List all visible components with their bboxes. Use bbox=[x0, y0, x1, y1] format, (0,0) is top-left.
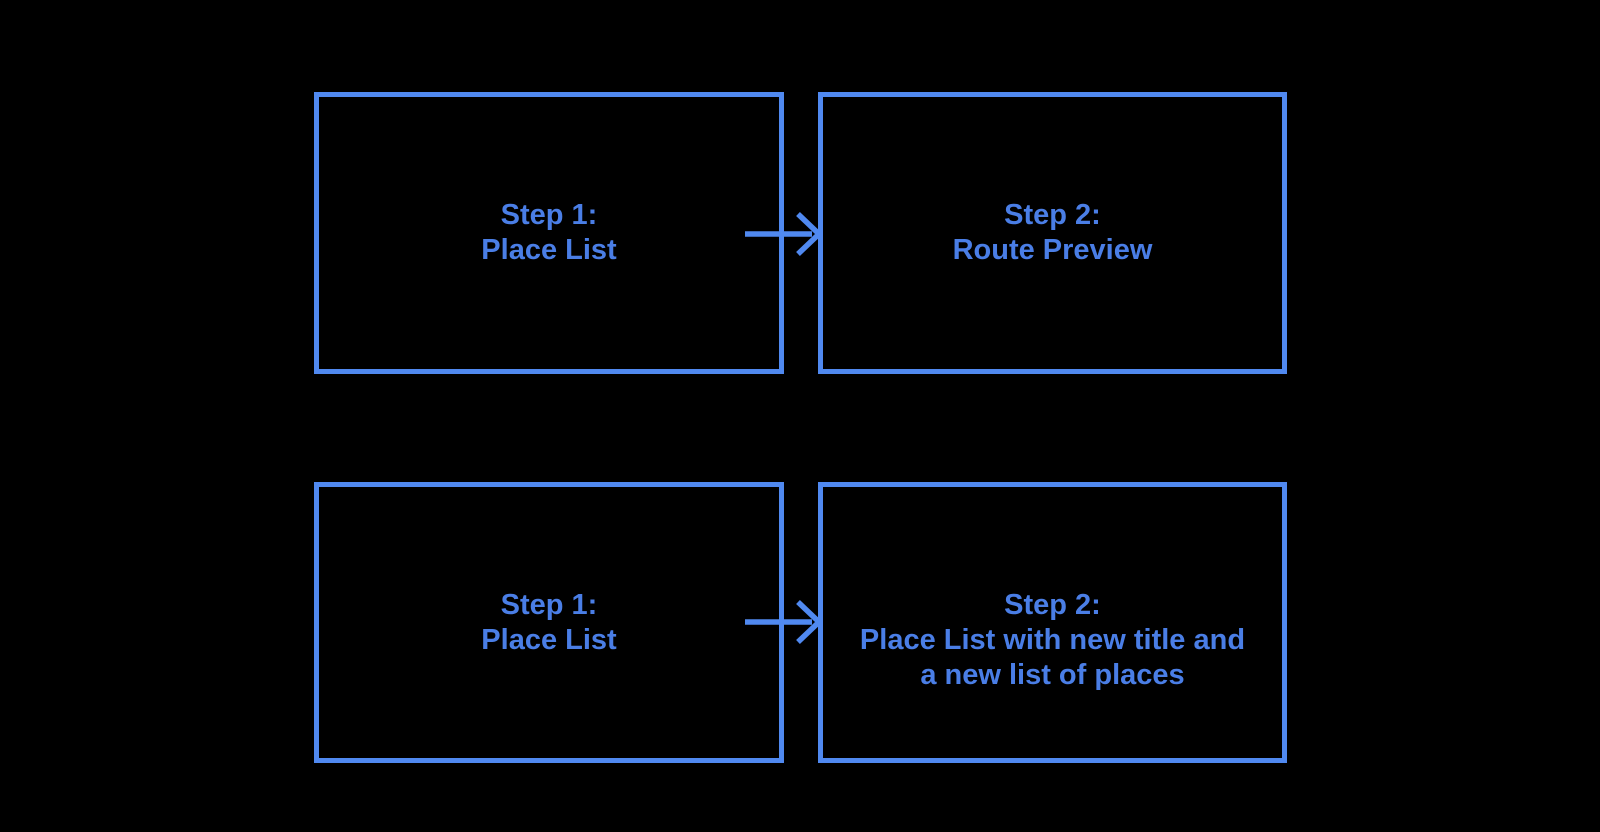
step-label: Step 1: Place List bbox=[481, 199, 617, 266]
step-box-row1-step1: Step 1: Place List bbox=[314, 92, 784, 374]
step-box-row1-step2: Step 2: Route Preview bbox=[818, 92, 1287, 374]
arrow-head bbox=[796, 600, 823, 644]
step-box-row2-step2: Step 2: Place List with new title and a … bbox=[818, 482, 1287, 763]
step-label: Step 2: Route Preview bbox=[952, 199, 1153, 266]
step-label: Step 1: Place List bbox=[481, 589, 617, 656]
arrow-head bbox=[796, 212, 823, 256]
step-box-row2-step1: Step 1: Place List bbox=[314, 482, 784, 763]
step-label: Step 2: Place List with new title and a … bbox=[859, 589, 1246, 691]
